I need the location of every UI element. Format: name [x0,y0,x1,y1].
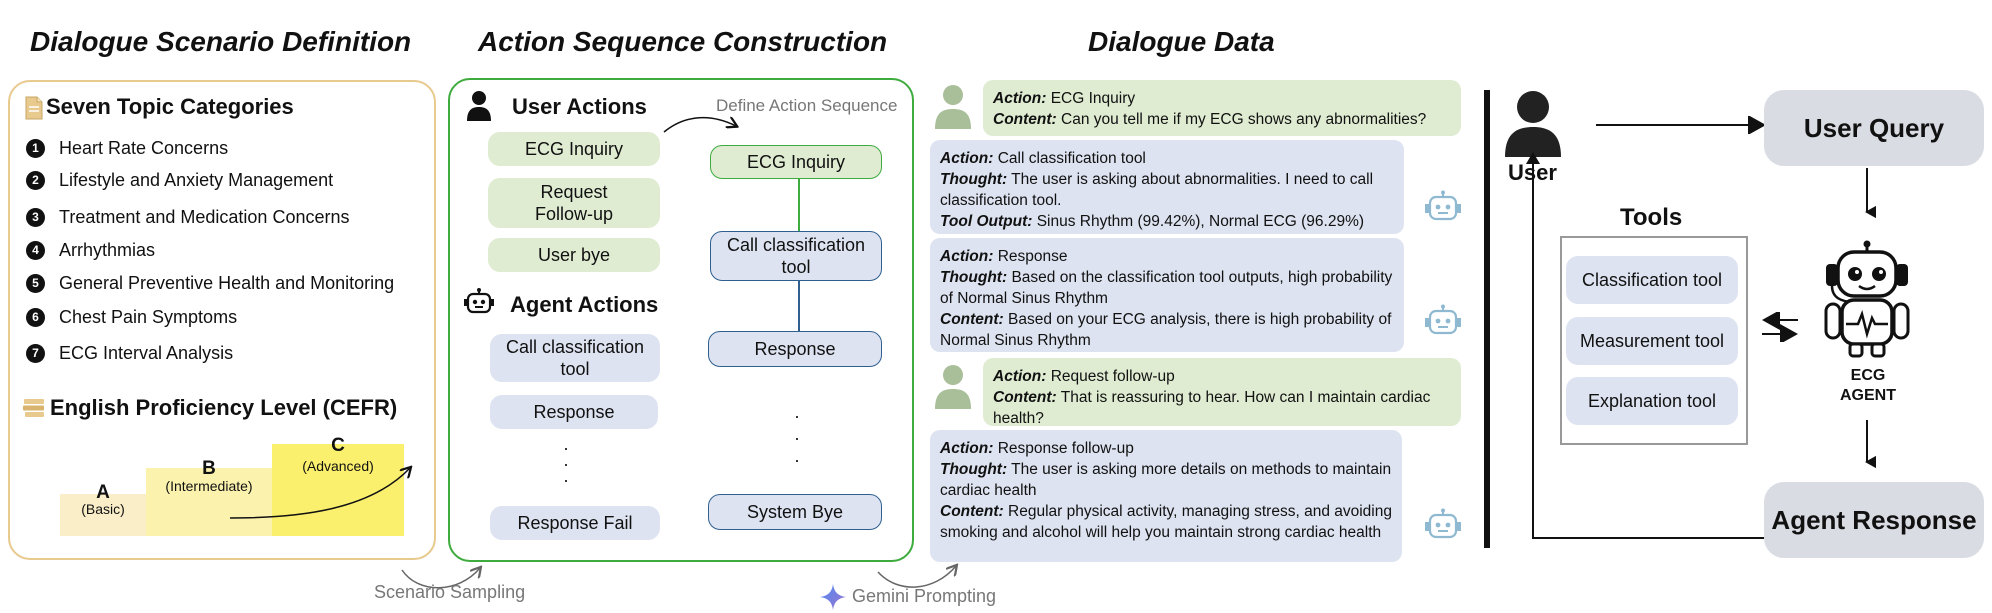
scenario-sampling-arrow [401,560,488,589]
cefr-level-a: A (Basic) [60,482,146,536]
person-icon [466,90,492,122]
gemini-star-icon [820,584,846,610]
agent-action-response-fail: Response Fail [490,506,660,540]
cefr-heading: English Proficiency Level (CEFR) [50,395,398,420]
agent-tools-bidirectional-arrows [1762,312,1798,342]
ecg-agent-label: ECG AGENT [1840,367,1896,404]
classification-tool: Classification tool [1566,256,1738,304]
agent-avatar-icon [1424,508,1462,542]
dialogue-turn-user: Action: ECG Inquiry Content: Can you tel… [983,80,1461,136]
dialogue-turn-agent: Action: Call classification tool Thought… [930,140,1404,234]
define-action-sequence-label: Define Action Sequence [716,96,898,115]
user-query-box: User Query [1764,90,1984,166]
query-to-agent-arrow [1865,168,1876,222]
cefr-level-b-bg [146,468,272,536]
sequence-node-system-bye: System Bye [708,494,882,530]
sequence-node-call-classification-tool: Call classification tool [710,231,882,281]
scenario-sampling-label: Scenario Sampling [374,582,526,602]
tools-box [1560,236,1748,445]
define-sequence-arrow [663,110,744,133]
dialogue-turn-agent: Action: Response follow-up Thought: The … [930,430,1402,562]
sequence-ellipsis: ··· [794,406,800,470]
action-section-title: Action Sequence Construction [478,26,888,57]
cefr-level-a-bg [60,494,146,536]
dialogue-turn-user: Action: Request follow-up Content: That … [983,358,1461,427]
user-actions-heading: User Actions [512,94,647,119]
user-person-icon [1504,90,1562,158]
section-divider [1484,90,1490,548]
user-action-ecg-inquiry: ECG Inquiry [488,132,660,166]
agent-actions-heading: Agent Actions [510,292,659,317]
agent-action-call-classification-tool: Call classification tool [490,334,660,382]
robot-icon [464,288,494,316]
sequence-connector [798,178,800,232]
user-avatar-icon [934,84,972,130]
cefr-level-b: B (Intermediate) [146,458,272,536]
agent-to-response-arrow [1865,420,1876,472]
cefr-level-a-name: (Basic) [81,501,125,517]
dialogue-turn-agent: Action: Response Thought: Based on the c… [930,238,1404,352]
gemini-prompting-arrow [877,560,964,588]
sequence-node-ecg-inquiry: ECG Inquiry [710,145,882,179]
measurement-tool: Measurement tool [1566,317,1738,365]
cefr-level-b-letter: B [202,458,216,479]
user-to-query-arrow [1596,116,1766,134]
user-action-request-follow-up: Request Follow-up [488,178,660,228]
sequence-connector [798,280,800,332]
agent-actions-ellipsis: ··· [563,438,569,490]
response-to-user-arrow [1526,152,1764,539]
agent-avatar-icon [1424,190,1462,224]
sequence-node-response: Response [708,331,882,367]
user-avatar-icon [934,364,972,410]
gemini-prompting-label: Gemini Prompting [852,586,997,606]
agent-avatar-icon [1424,304,1462,338]
cefr-level-c-name: (Advanced) [302,458,374,474]
books-icon [22,397,46,419]
agent-action-response: Response [490,395,658,429]
explanation-tool: Explanation tool [1566,377,1738,425]
ecg-agent-robot-icon [1812,240,1922,358]
document-icon [24,96,44,120]
cefr-level-c-letter: C [331,435,345,456]
agent-response-box: Agent Response [1764,482,1984,558]
scenario-panel [8,80,436,560]
proficiency-curve-arrow [229,460,420,519]
cefr-level-b-name: (Intermediate) [165,478,253,494]
action-panel [448,78,914,562]
tools-heading: Tools [1620,204,1683,231]
cefr-level-a-letter: A [96,482,110,503]
topics-heading: Seven Topic Categories [46,94,294,119]
scenario-section-title: Dialogue Scenario Definition [30,26,412,57]
user-action-user-bye: User bye [488,238,660,272]
dialogue-section-title: Dialogue Data [1088,26,1275,57]
